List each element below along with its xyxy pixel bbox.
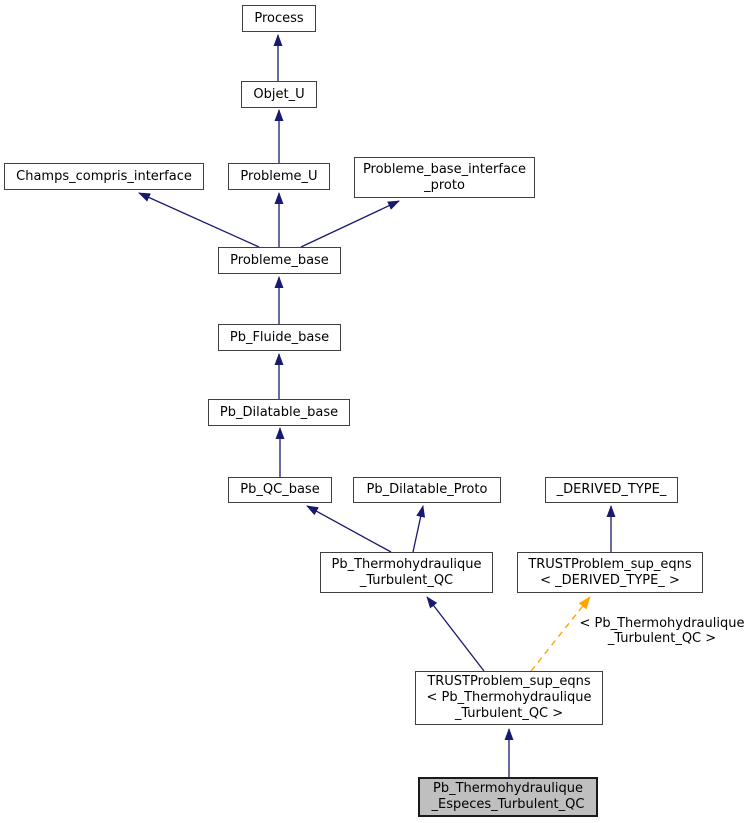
node-trustproblem-sup-eqns-pb-thermo[interactable]: TRUSTProblem_sup_eqns < Pb_Thermohydraul…: [415, 671, 603, 725]
node-pb-fluide-base[interactable]: Pb_Fluide_base: [218, 324, 341, 351]
node-probleme-u[interactable]: Probleme_U: [228, 163, 330, 190]
node-champs-compris-interface[interactable]: Champs_compris_interface: [4, 163, 204, 190]
node-pb-thermohydraulique-turbulent-qc[interactable]: Pb_Thermohydraulique _Turbulent_QC: [320, 552, 493, 593]
edge-template-instantiation: [530, 596, 591, 672]
edge-problemebase-proto: [300, 200, 400, 248]
template-edge-label: < Pb_Thermohydraulique _Turbulent_QC >: [579, 616, 745, 646]
edge-problemebase-champs: [138, 192, 260, 248]
edge-pbthermo-qcbase: [306, 505, 392, 553]
node-probleme-base-interface-proto[interactable]: Probleme_base_interface _proto: [354, 157, 535, 198]
node-objet-u[interactable]: Objet_U: [241, 81, 317, 108]
node-derived-type[interactable]: _DERIVED_TYPE_: [545, 477, 678, 503]
node-pb-dilatable-base[interactable]: Pb_Dilatable_base: [208, 399, 350, 426]
node-probleme-base[interactable]: Probleme_base: [218, 247, 341, 274]
edge-pbthermo-dilatableproto: [412, 505, 426, 553]
node-pb-thermohydraulique-especes-turbulent-qc: Pb_Thermohydraulique _Especes_Turbulent_…: [418, 777, 598, 817]
node-pb-dilatable-proto[interactable]: Pb_Dilatable_Proto: [353, 477, 501, 503]
node-process[interactable]: Process: [242, 5, 316, 32]
node-trustproblem-sup-eqns-derived-type[interactable]: TRUSTProblem_sup_eqns < _DERIVED_TYPE_ >: [517, 552, 703, 593]
edge-trustpbthermo-pbthermo: [426, 596, 485, 672]
node-pb-qc-base[interactable]: Pb_QC_base: [228, 477, 332, 503]
